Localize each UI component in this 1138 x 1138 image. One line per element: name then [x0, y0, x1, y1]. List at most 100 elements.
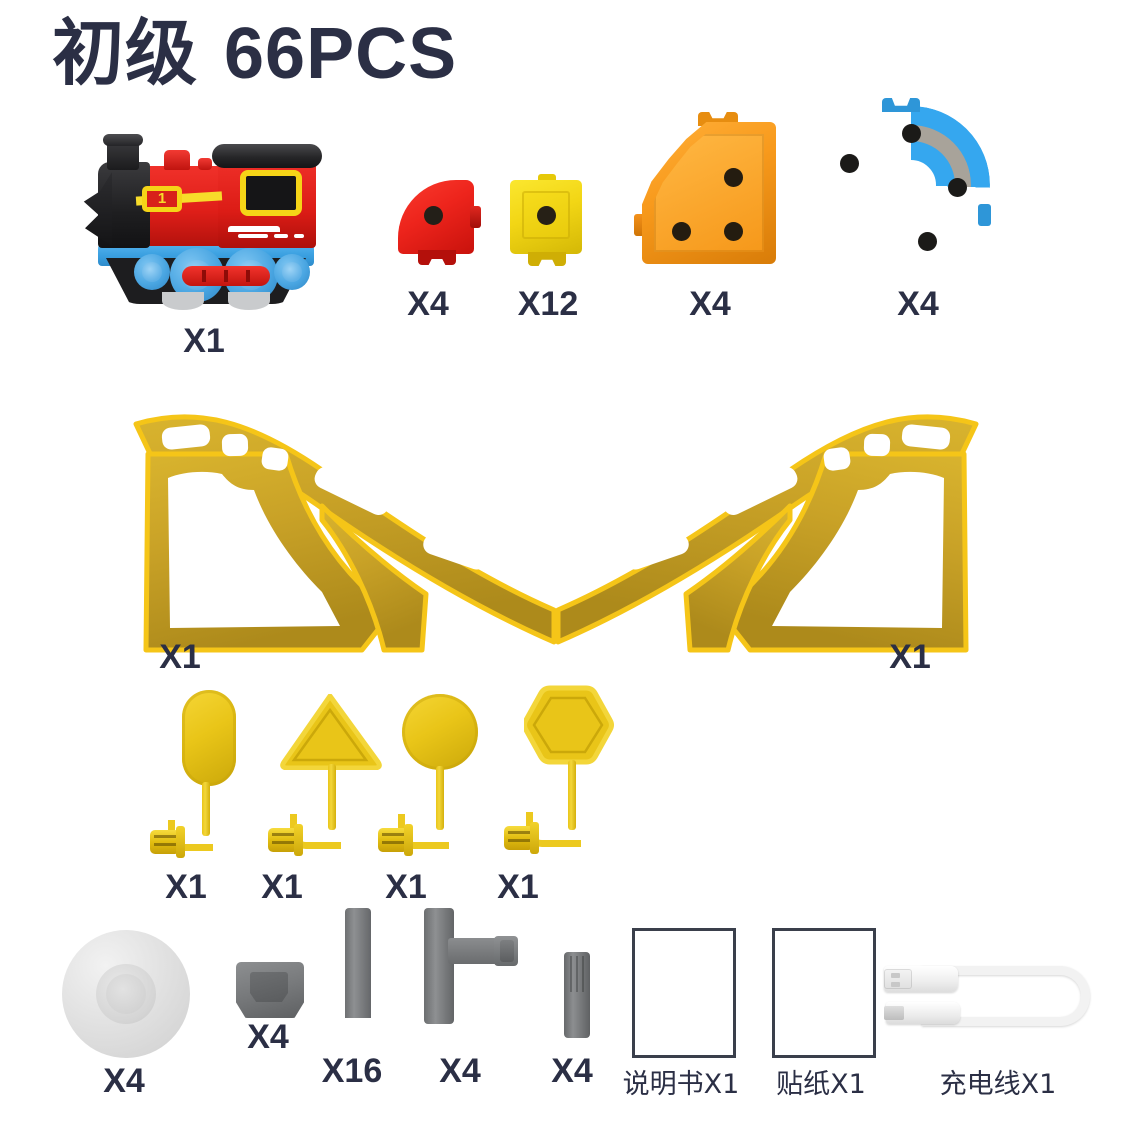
part-instruction-manual: [632, 928, 736, 1058]
count-yellow-sign-circle: X1: [385, 868, 427, 906]
blue-track-dot-1: [840, 154, 859, 173]
count-yellow-ramp-left: X1: [159, 638, 201, 676]
usb-cord: [922, 966, 1090, 1026]
part-yellow-ramp-right: [555, 402, 986, 662]
ramp-left-svg: [133, 414, 557, 653]
yellow-block-top-tab: [538, 174, 556, 183]
part-yellow-square-block: [508, 172, 588, 272]
blue-track-side-tab: [978, 204, 991, 226]
tee-vertical-shaft: [424, 908, 454, 1024]
locomotive-accent-1: [228, 226, 280, 232]
count-yellow-sign-triangle: X1: [261, 868, 303, 906]
orange-bracket-inner-face: [654, 134, 764, 252]
locomotive-roller-1: [162, 292, 204, 310]
level-label: 初级: [52, 11, 199, 95]
locomotive-accent-3: [274, 234, 288, 238]
tee-gusset: [448, 964, 470, 982]
sign-stem: [568, 760, 576, 830]
cap-inner-recess: [250, 972, 288, 1002]
axle-collar: [550, 992, 604, 1001]
part-gray-disc: [62, 930, 190, 1058]
part-gray-tee-connector: [424, 908, 530, 1036]
sign-base-connector: [378, 828, 408, 852]
locomotive-accent-4: [294, 234, 304, 238]
count-instruction-manual: 说明书X1: [622, 1069, 740, 1100]
locomotive-steam-dome: [164, 150, 190, 170]
locomotive-number-plate: 1: [142, 186, 182, 212]
sign-stem: [436, 766, 444, 830]
count-yellow-ramp-right: X1: [889, 638, 931, 676]
count-yellow-sign-hexagon: X1: [497, 868, 539, 906]
part-yellow-sign-circle: [378, 690, 488, 880]
orange-bracket-hole-3: [724, 222, 743, 241]
count-orange-corner-bracket: X4: [689, 285, 731, 323]
blue-track-dot-4: [918, 232, 937, 251]
locomotive-cowcatcher: [83, 172, 112, 246]
locomotive-accent-2: [238, 234, 268, 238]
usb-contact-pin-2: [891, 982, 900, 987]
red-block-hole: [424, 206, 443, 225]
sign-base-connector: [268, 828, 298, 852]
part-yellow-sign-rounded: [148, 690, 258, 880]
sign-base-flange: [404, 824, 413, 856]
count-gray-cap: X4: [247, 1018, 289, 1056]
locomotive-chimney-cap: [103, 134, 143, 146]
locomotive-wheel-4: [274, 254, 310, 290]
sign-stem: [202, 782, 210, 836]
part-red-quarter-block: [398, 180, 482, 272]
locomotive-wheel-1: [134, 254, 170, 290]
locomotive-small-dome: [198, 158, 212, 170]
sign-head-triangle: [280, 694, 382, 770]
blue-track-top-tab: [882, 98, 920, 112]
part-sticker-sheet: [772, 928, 876, 1058]
locomotive-cab-window: [240, 170, 302, 216]
sign-base-flange: [530, 822, 539, 854]
part-yellow-sign-hexagon: [496, 682, 614, 872]
yellow-block-hole: [537, 206, 556, 225]
count-usb-charging-cable: 充电线X1: [939, 1069, 1057, 1100]
part-gray-post-pin: [325, 908, 395, 1036]
locomotive-roller-2: [228, 292, 270, 310]
sign-base-flange: [294, 824, 303, 856]
sign-base-connector: [150, 830, 180, 854]
count-gray-post-pin: X16: [321, 1052, 383, 1090]
blue-track-dot-2: [902, 124, 921, 143]
page-title: 初级 66PCS: [52, 14, 458, 94]
count-gray-tee-connector: X4: [439, 1052, 481, 1090]
tee-horizontal-arm: [448, 938, 502, 964]
post-pin-foot: [325, 1012, 393, 1028]
usb-micro-connector: [886, 1002, 960, 1024]
part-yellow-ramp-left: [126, 402, 557, 662]
sign-base-connector: [504, 826, 534, 850]
count-blue-curved-track: X4: [897, 285, 939, 323]
red-block-side-tab: [470, 206, 481, 228]
ramp-right-svg: [555, 414, 979, 653]
sign-head-rounded: [182, 690, 236, 786]
piece-count-label: 66PCS: [224, 14, 458, 94]
count-yellow-sign-rounded: X1: [165, 868, 207, 906]
part-blue-curved-track: [826, 98, 994, 270]
count-gray-disc: X4: [103, 1062, 145, 1100]
usb-micro-tip: [884, 1006, 904, 1020]
part-usb-charging-cable: [884, 962, 1096, 1036]
sign-head-circle: [402, 694, 478, 770]
part-red-locomotive: 1: [78, 128, 330, 310]
tee-arm-tip-inner: [500, 940, 514, 962]
count-yellow-square-block: X12: [517, 285, 579, 323]
blue-track-arc: [832, 106, 990, 264]
orange-bracket-hole-1: [724, 168, 743, 187]
part-yellow-sign-triangle: [262, 690, 382, 880]
red-block-bottom-tab: [418, 250, 456, 265]
sign-base-flange: [176, 826, 185, 858]
part-gray-cap: [236, 962, 304, 1018]
count-red-locomotive: X1: [183, 322, 225, 360]
usb-contact-pin-1: [891, 973, 900, 978]
part-orange-corner-bracket: [632, 110, 784, 270]
sign-stem: [328, 764, 336, 830]
count-gray-axle-pin: X4: [551, 1052, 593, 1090]
post-pin-shaft: [345, 908, 371, 1018]
count-sticker-sheet: 贴纸X1: [776, 1069, 866, 1100]
yellow-block-bottom-tab: [528, 252, 566, 266]
part-gray-axle-pin: [548, 952, 606, 1044]
